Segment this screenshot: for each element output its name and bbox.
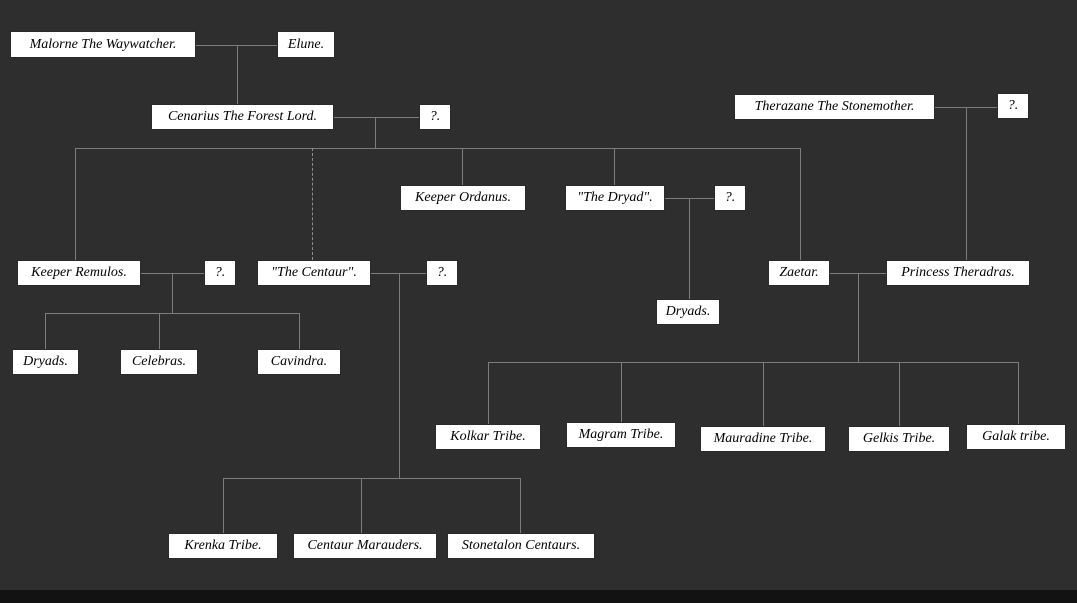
connector-drop-to-the-centaur (312, 148, 313, 260)
tree-node-dryads: Dryads. (12, 349, 79, 375)
tree-node-stonetalon: Stonetalon Centaurs. (447, 533, 595, 559)
connector-drop-to-dryads (45, 313, 46, 349)
tree-node-krenka: Krenka Tribe. (168, 533, 278, 559)
tree-node-kolkar: Kolkar Tribe. (435, 424, 541, 450)
tree-node-cenarius: Cenarius The Forest Lord. (151, 104, 334, 130)
connector-drop-to-zaetar (800, 148, 801, 260)
tree-node-cenarius-spouse: ?. (419, 104, 451, 130)
connector-remulos-marriage-drop (172, 273, 173, 313)
connector-cenarius-marriage (334, 117, 419, 118)
connector-drop-to-galak (1018, 362, 1019, 424)
connector-drop-to-remulos (75, 148, 76, 260)
connector-drop-to-gelkis (899, 362, 900, 426)
tree-node-therazane: Therazane The Stonemother. (734, 94, 935, 120)
connector-drop-to-kolkar (488, 362, 489, 424)
tree-node-malorne: Malorne The Waywatcher. (10, 31, 196, 58)
tree-node-mauradine: Mauradine Tribe. (700, 426, 826, 452)
tree-node-centaur-spouse: ?. (426, 260, 458, 286)
connector-drop-to-mauradine (763, 362, 764, 426)
connector-drop-to-celebras (159, 313, 160, 349)
connector-drop-to-krenka (223, 478, 224, 533)
connector-centaur-marriage-drop (399, 273, 400, 478)
tree-node-centaur-marauders: Centaur Marauders. (293, 533, 437, 559)
connector-tribes-bus (488, 362, 1018, 363)
connector-centaur-children-bus (223, 478, 520, 479)
tree-node-the-dryad: "The Dryad". (565, 185, 665, 211)
tree-node-celebras: Celebras. (120, 349, 198, 375)
connector-remulos-children-bus (45, 313, 299, 314)
connector-drop-to-stonetalon (520, 478, 521, 533)
tree-node-gelkis: Gelkis Tribe. (848, 426, 950, 452)
tree-node-elune: Elune. (277, 31, 335, 58)
connector-drop-to-marauders (361, 478, 362, 533)
tree-node-remulos: Keeper Remulos. (17, 260, 141, 286)
tree-node-cavindra: Cavindra. (257, 349, 341, 375)
connector-malorne-elune-marriage (196, 45, 277, 46)
connector-drop-to-cenarius (237, 45, 238, 104)
connector-drop-to-cavindra (299, 313, 300, 349)
connector-cenarius-children-bus (75, 148, 800, 149)
tree-node-theradras: Princess Theradras. (886, 260, 1030, 286)
connector-cenarius-marriage-drop (375, 117, 376, 148)
connector-centaur-marriage (371, 273, 426, 274)
connector-drop-to-theradras (966, 107, 967, 260)
tree-node-therazane-spouse: ?. (997, 93, 1029, 119)
tree-node-galak: Galak tribe. (966, 424, 1066, 450)
tree-node-magram: Magram Tribe. (566, 422, 676, 448)
tree-node-remulos-spouse: ?. (204, 260, 236, 286)
tree-node-dryads-children: Dryads. (656, 299, 720, 325)
bottom-strip (0, 590, 1077, 603)
connector-drop-to-the-dryad (614, 148, 615, 185)
tree-node-zaetar: Zaetar. (768, 260, 830, 286)
connector-zaetar-marriage-drop (858, 273, 859, 362)
tree-node-the-centaur: "The Centaur". (257, 260, 371, 286)
tree-node-ordanus: Keeper Ordanus. (400, 185, 526, 211)
connector-drop-to-magram (621, 362, 622, 422)
connector-drop-to-ordanus (462, 148, 463, 185)
connector-drop-to-dryads-children (689, 198, 690, 299)
tree-node-dryad-spouse: ?. (714, 185, 746, 211)
